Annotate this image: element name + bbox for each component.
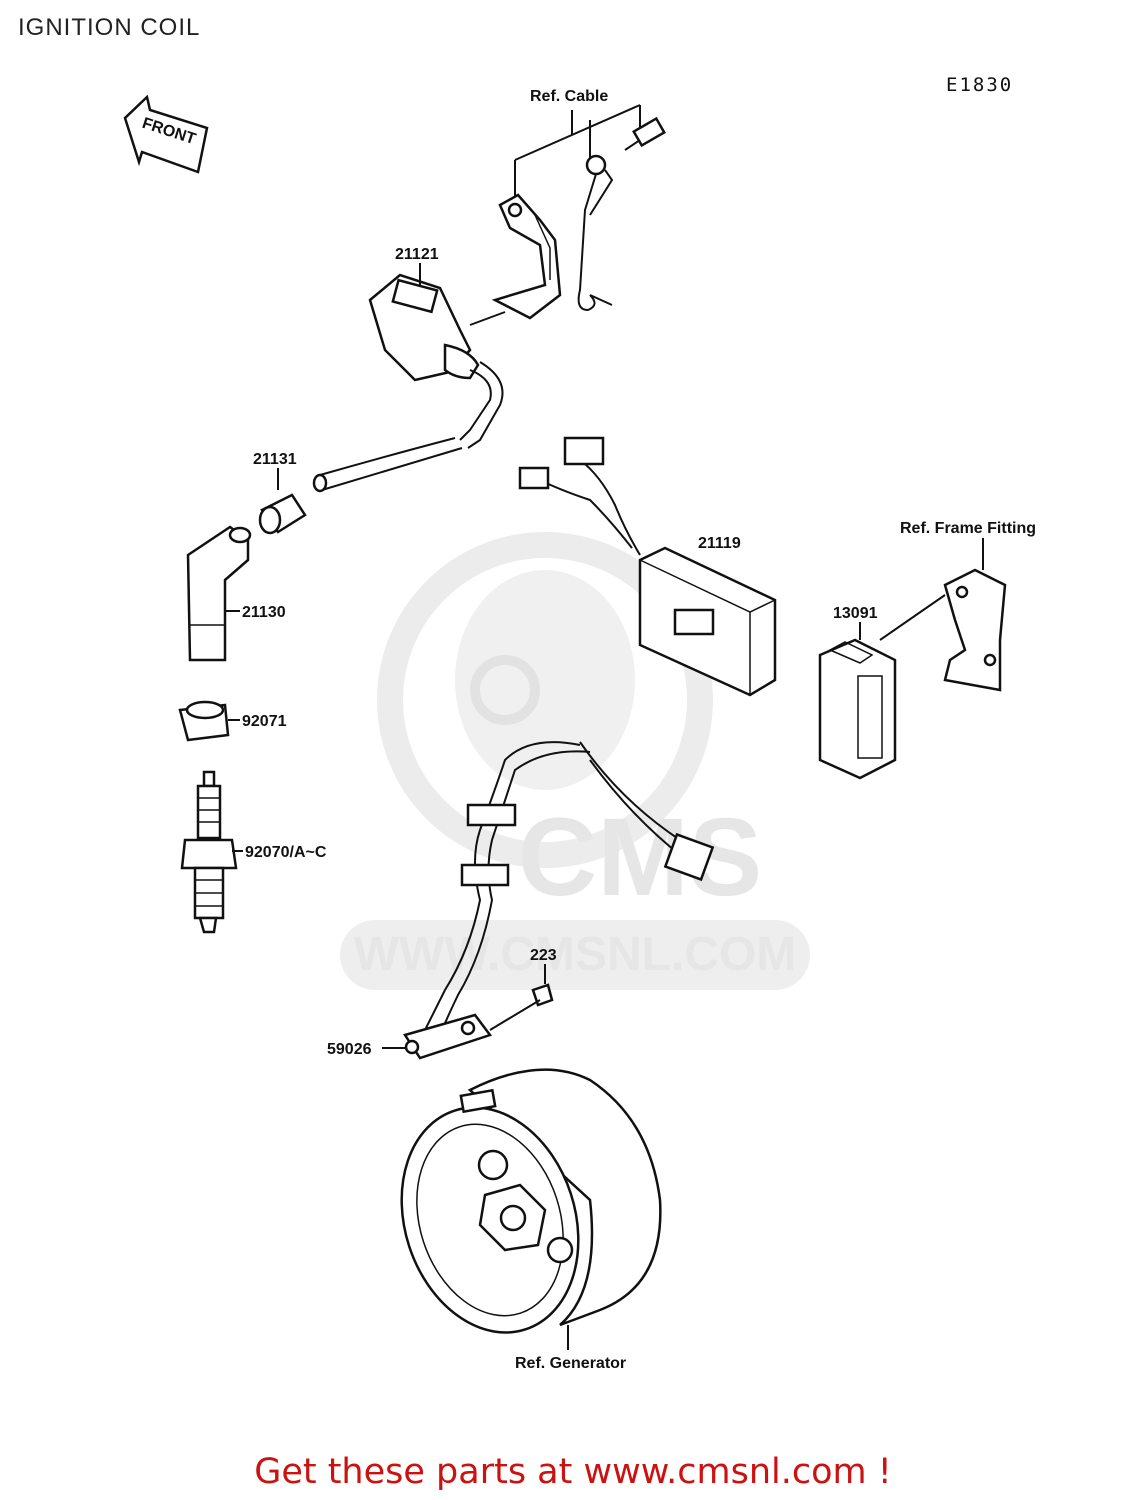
cdi-rubber-case <box>818 638 897 780</box>
coil-bracket <box>491 193 562 320</box>
callout-223: 223 <box>530 947 557 964</box>
callout-21130: 21130 <box>242 604 286 621</box>
callout-ref-frame: Ref. Frame Fitting <box>900 520 1036 537</box>
high-tension-lead <box>312 437 463 493</box>
front-arrow-icon: FRONT <box>123 94 209 174</box>
ref-cable-leader <box>514 104 641 200</box>
pickup-coil-harness <box>403 741 715 1060</box>
page-title: IGNITION COIL <box>18 14 201 41</box>
frame-fitting-bracket <box>943 568 1007 692</box>
bolt-icon <box>624 116 666 151</box>
spark-plug <box>180 770 238 934</box>
callout-ref-generator: Ref. Generator <box>515 1355 626 1372</box>
watermark: CMS WWW.CMSNL.COM <box>340 532 810 990</box>
parts-diagram: CMS WWW.CMSNL.COM FRONT Ref. Cable <box>123 88 1036 1372</box>
callout-21131: 21131 <box>253 451 297 468</box>
cable-clamp <box>577 154 614 312</box>
callout-13091: 13091 <box>833 605 878 622</box>
watermark-brand: CMS <box>518 796 762 919</box>
plug-terminal-nut <box>178 700 230 742</box>
diagram-code: E1830 <box>946 74 1014 96</box>
callout-21119: 21119 <box>698 535 741 552</box>
callout-92071: 92071 <box>242 713 287 730</box>
callout-21121: 21121 <box>395 246 439 263</box>
cdi-unit <box>518 436 777 697</box>
cap-seal <box>258 493 307 535</box>
get-parts-link[interactable]: Get these parts at www.cmsnl.com ! <box>254 1452 892 1492</box>
plug-cap <box>186 525 252 662</box>
callout-59026: 59026 <box>327 1041 372 1058</box>
callout-92070: 92070/A~C <box>245 844 327 861</box>
screw-icon <box>489 983 554 1031</box>
watermark-url: WWW.CMSNL.COM <box>354 928 797 981</box>
ignition-coil <box>368 273 506 449</box>
generator-rotor <box>400 1068 662 1334</box>
callout-ref-cable: Ref. Cable <box>530 88 608 105</box>
